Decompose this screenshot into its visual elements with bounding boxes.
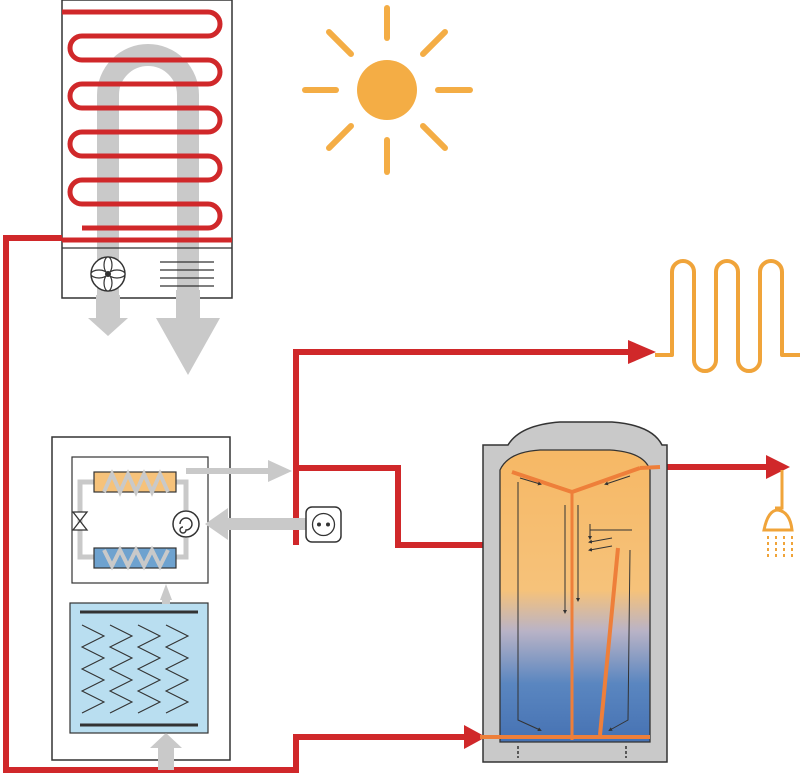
heating-coil [62,9,223,231]
power-feed [205,508,307,540]
vent-grille-icon [160,261,214,287]
expansion-valve-icon [71,511,89,531]
air-out-arrows [88,290,220,375]
power-socket-icon [305,506,342,543]
sun-icon [302,5,473,175]
storage-tank-icon [480,421,668,763]
heating-circuit-pipes [3,235,768,773]
condenser-icon [93,469,177,497]
heat-storage-icon [69,602,209,734]
fan-icon [90,256,126,292]
shower-head-icon [762,470,794,558]
compressor-icon [172,510,200,538]
air-collector-icon [61,0,233,310]
flow-arrowheads [464,340,790,749]
heat-pump-icon [51,436,292,770]
evaporator-icon [93,545,177,571]
airflow-path [97,44,199,310]
radiator-coil-icon [655,259,800,373]
